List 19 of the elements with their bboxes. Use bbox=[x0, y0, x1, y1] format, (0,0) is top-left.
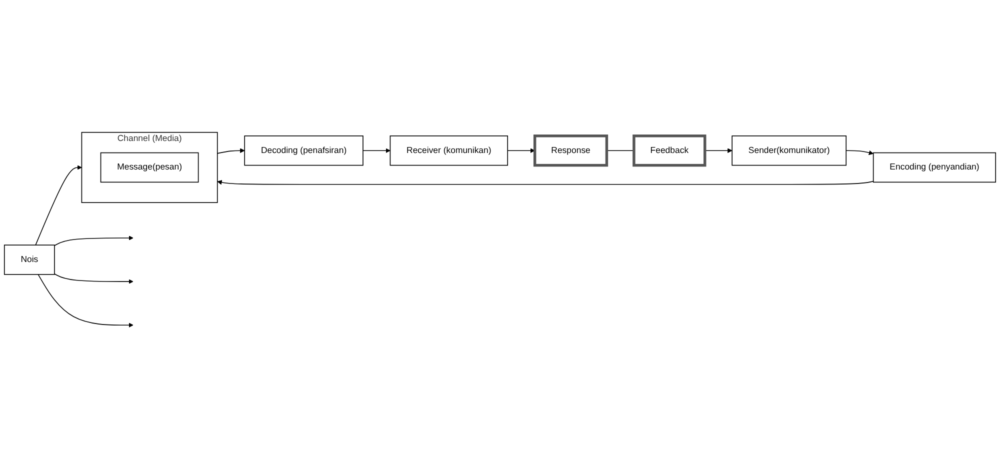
arrow bbox=[38, 274, 134, 328]
arrow bbox=[54, 236, 134, 246]
arrow bbox=[507, 148, 536, 154]
node-box: Response bbox=[533, 134, 608, 167]
arrow bbox=[217, 180, 874, 185]
arrow bbox=[846, 150, 874, 156]
arrow bbox=[54, 274, 134, 284]
arrow bbox=[216, 148, 245, 154]
arrow bbox=[35, 165, 82, 246]
node-box: Receiver (komunikan) bbox=[390, 136, 508, 166]
node-box: Sender(komunikator) bbox=[732, 136, 847, 166]
node-box: Decoding (penafsiran) bbox=[244, 136, 364, 166]
arrow bbox=[362, 148, 390, 154]
arrow bbox=[704, 148, 732, 154]
connector bbox=[606, 150, 634, 152]
node-box: Encoding (penyandian) bbox=[872, 152, 996, 183]
node-box: Message(pesan) bbox=[100, 152, 199, 183]
node-box: Nois bbox=[4, 244, 55, 276]
node-box: Feedback bbox=[632, 134, 706, 167]
